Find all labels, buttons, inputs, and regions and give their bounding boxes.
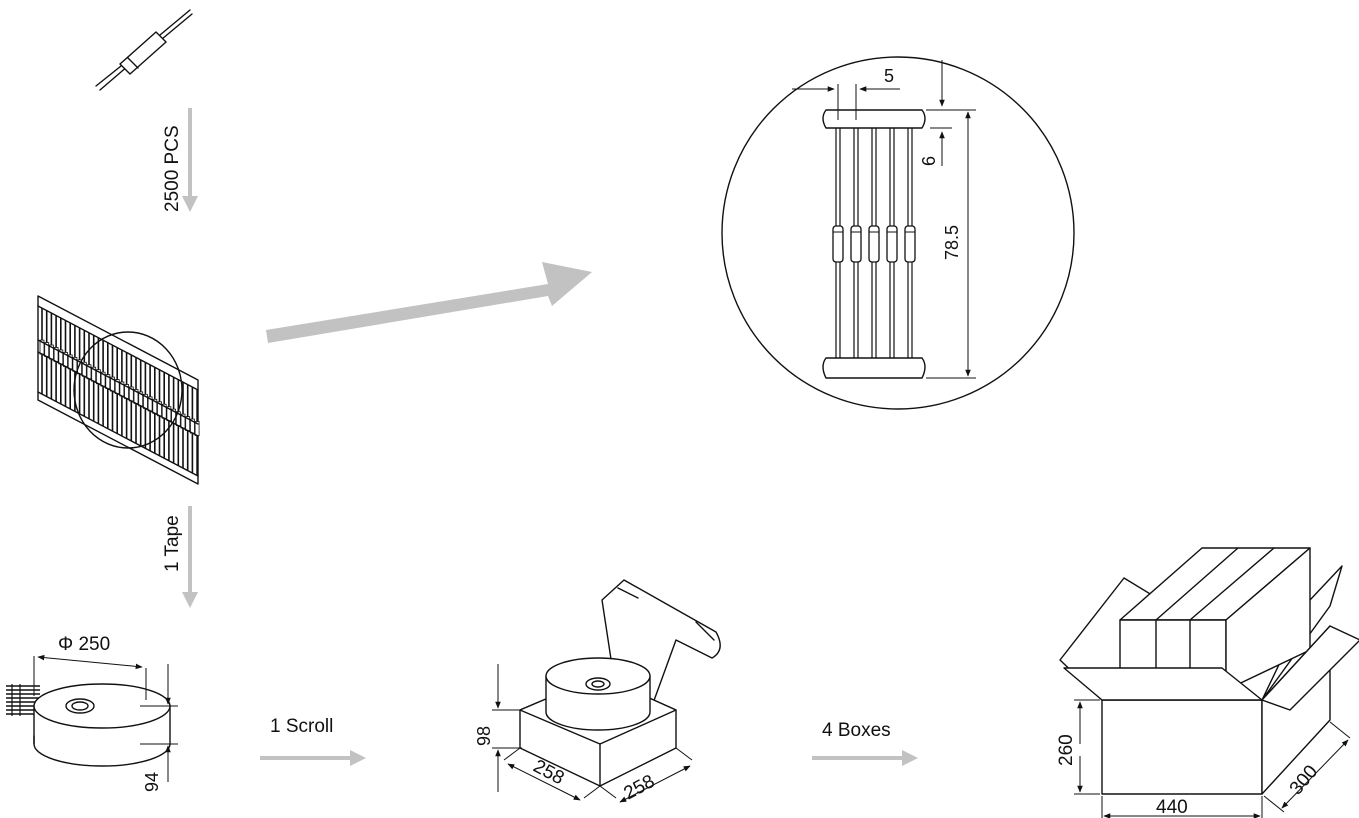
box-height-dimension: 98 bbox=[474, 726, 494, 746]
scroll-box bbox=[492, 579, 721, 803]
carton bbox=[1059, 547, 1359, 818]
detail-diode-body bbox=[886, 225, 898, 263]
magnify-arrow bbox=[266, 262, 592, 343]
scroll-label: 1 Scroll bbox=[270, 716, 333, 737]
detail-diode-body bbox=[868, 225, 880, 263]
detail-diode-body bbox=[850, 225, 862, 263]
reel bbox=[6, 654, 178, 782]
carton-height-dimension: 260 bbox=[1056, 734, 1077, 766]
reel-height-dimension: 94 bbox=[142, 772, 162, 792]
tape-detail-circle bbox=[721, 56, 1075, 410]
tape-label: 1 Tape bbox=[162, 515, 183, 572]
offset-dimension: 6 bbox=[919, 156, 939, 166]
flow-arrow-tape bbox=[182, 506, 198, 608]
detail-diode-body bbox=[832, 225, 844, 263]
carton-depth-dimension: 300 bbox=[1286, 761, 1322, 799]
reel-diameter-dimension: Φ 250 bbox=[58, 634, 110, 655]
pcs-label: 2500 PCS bbox=[162, 125, 183, 212]
box-depth-dimension: 258 bbox=[620, 771, 658, 804]
flow-arrow-boxes bbox=[812, 750, 918, 766]
flow-arrow-pcs bbox=[182, 108, 198, 212]
flow-arrow-scroll bbox=[260, 750, 366, 766]
pitch-dimension: 5 bbox=[884, 66, 894, 86]
tape-width-dimension: 78.5 bbox=[942, 225, 962, 260]
boxes-label: 4 Boxes bbox=[822, 720, 891, 741]
detail-diode-body bbox=[904, 225, 916, 263]
diode-component bbox=[95, 9, 193, 91]
carton-width-dimension: 440 bbox=[1156, 797, 1188, 818]
tape-strip bbox=[37, 295, 200, 485]
